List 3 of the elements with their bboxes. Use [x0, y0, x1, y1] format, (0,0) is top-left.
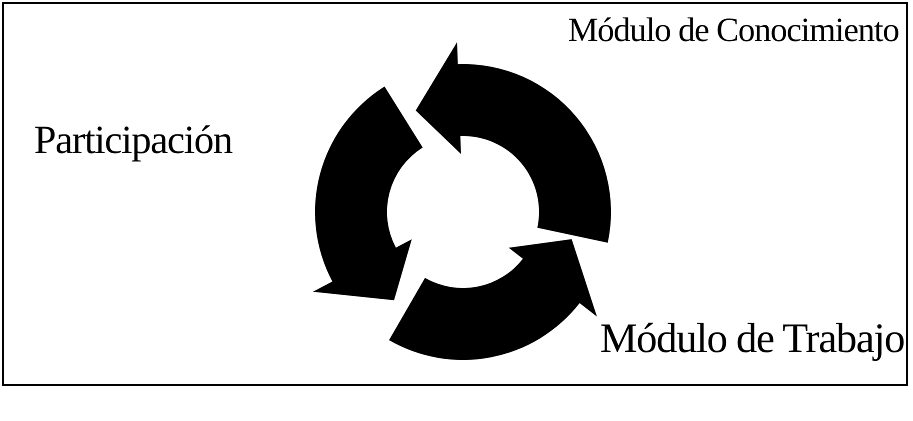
cycle-label: Módulo de Conocimiento: [568, 14, 899, 48]
cycle-label: Módulo de Trabajo: [600, 318, 904, 360]
cycle-label: Participación: [34, 120, 232, 160]
